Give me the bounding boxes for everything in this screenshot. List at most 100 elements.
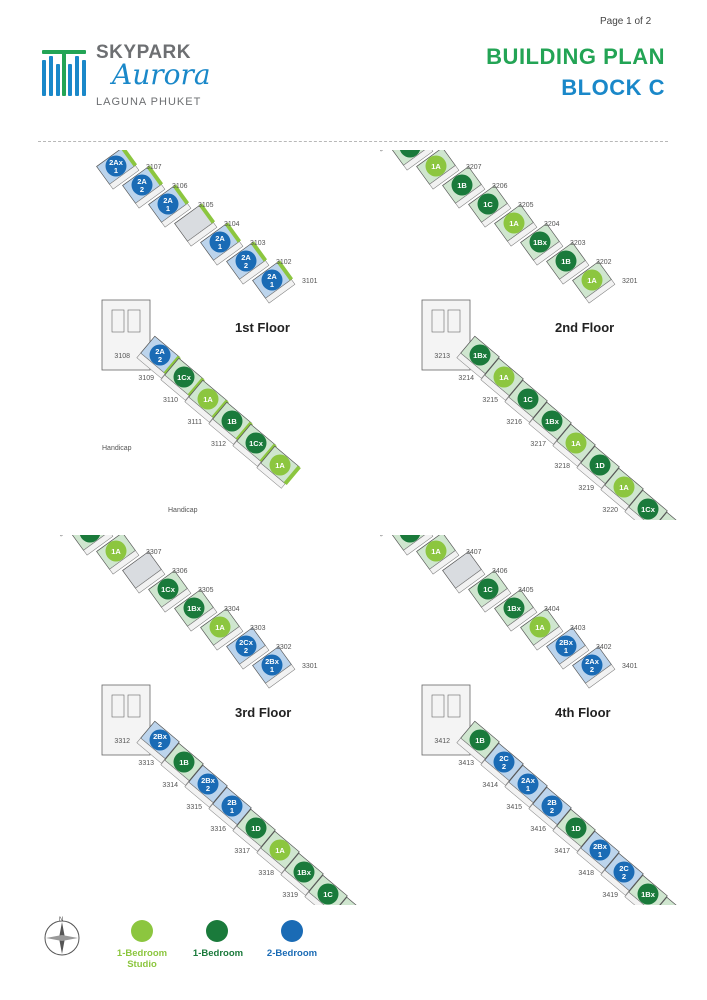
unit-type-badge xyxy=(157,578,179,600)
unit-type-text: 1Bx xyxy=(403,535,418,537)
unit-number: 3412 xyxy=(434,738,450,745)
unit-number: 3301 xyxy=(302,663,318,670)
unit-balcony xyxy=(585,664,616,689)
unit-type-badge xyxy=(555,635,577,657)
unit-type-text: 1D xyxy=(251,824,261,833)
unit-type-text: 1 xyxy=(230,806,234,815)
unit-type-text: 1B xyxy=(475,736,485,745)
unit-type-badge xyxy=(493,751,515,773)
floor-title: 1st Floor xyxy=(235,320,290,335)
unit-type-text: 1Bx xyxy=(533,238,548,247)
unit-balcony xyxy=(600,484,630,511)
unit-type-text: 1C xyxy=(523,395,533,404)
unit-number: 3103 xyxy=(250,240,266,247)
unit-type-badge xyxy=(131,174,153,196)
planter-strip xyxy=(146,165,164,186)
unit-balcony xyxy=(480,759,510,786)
unit-type-badge xyxy=(541,795,563,817)
unit-number: 3102 xyxy=(276,259,292,266)
unit-number: 3220 xyxy=(602,507,618,514)
unit-type-text: 2A xyxy=(137,177,147,186)
unit-type-text: 2 xyxy=(140,185,144,194)
unit-type-badge xyxy=(517,388,539,410)
unit-balcony xyxy=(304,891,334,905)
unit-type-badge xyxy=(209,616,231,638)
unit-type-text: 1A xyxy=(509,219,519,228)
unit-balcony xyxy=(507,222,538,247)
unit-number: 3110 xyxy=(163,397,178,404)
unit-type-badge xyxy=(269,839,291,861)
unit-type-text: 2A xyxy=(163,196,173,205)
unit-number: 3417 xyxy=(554,848,570,855)
unit-type-text: 1Bx xyxy=(473,351,488,360)
unit-number: 3403 xyxy=(570,625,586,632)
unit-type-text: 2Bx xyxy=(559,638,574,647)
unit-balcony xyxy=(232,825,262,852)
planter-strip xyxy=(235,421,253,441)
unit-type-text: 2C xyxy=(499,754,509,763)
logo-icon xyxy=(42,50,86,96)
unit-balcony xyxy=(455,569,486,594)
legend-studio-label: 1-Bedroom Studio xyxy=(116,948,168,970)
unit-type-badge xyxy=(589,839,611,861)
unit-type-text: 1A xyxy=(203,395,213,404)
unit-type-text: 2 xyxy=(550,806,554,815)
brand-sub: Aurora xyxy=(112,58,211,91)
unit-type-text: 1A xyxy=(499,373,509,382)
unit-type-text: 1B xyxy=(561,257,571,266)
floor-title: 4th Floor xyxy=(555,705,611,720)
brand-location: LAGUNA PHUKET xyxy=(96,96,202,108)
unit-type-text: 1Cx xyxy=(161,585,176,594)
floor-title: 3rd Floor xyxy=(235,705,291,720)
unit-type-text: 2B xyxy=(227,798,237,807)
unit-number: 3101 xyxy=(302,278,318,285)
unit-block xyxy=(70,535,114,556)
unit-balcony xyxy=(135,569,166,594)
unit-type-text: 2B xyxy=(547,798,557,807)
unit-balcony xyxy=(213,626,244,651)
unit-type-badge xyxy=(581,269,603,291)
unit-number: 3408 xyxy=(440,535,456,537)
unit-number: 3108 xyxy=(114,353,130,360)
unit-type-text: 1C xyxy=(405,150,415,152)
legend-2bed-label: 2-Bedroom xyxy=(266,948,318,959)
unit-type-badge xyxy=(79,535,101,543)
unit-number: 3416 xyxy=(530,826,546,833)
unit-type-badge xyxy=(183,597,205,619)
unit-number: 3216 xyxy=(506,419,522,426)
page-title: BUILDING PLAN xyxy=(486,44,665,69)
unit-type-badge xyxy=(105,155,127,177)
planter-strip xyxy=(120,150,138,167)
unit-balcony xyxy=(600,869,630,896)
unit-number: 3109 xyxy=(138,375,154,382)
unit-type-text: 1Bx xyxy=(641,890,656,899)
unit-type-text: 2 xyxy=(244,646,248,655)
unit-type-badge xyxy=(235,250,257,272)
unit-type-badge xyxy=(637,498,659,520)
unit-number: 3316 xyxy=(210,826,226,833)
unit-type-text: 1Bx xyxy=(187,604,202,613)
unit-type-badge xyxy=(261,654,283,676)
unit-type-text: 1A xyxy=(619,483,629,492)
unit-balcony xyxy=(403,535,434,556)
unit-balcony xyxy=(504,781,534,808)
unit-balcony xyxy=(184,781,214,808)
unit-type-text: 1 xyxy=(564,646,568,655)
unit-type-badge xyxy=(157,193,179,215)
unit-balcony xyxy=(528,803,558,830)
unit-balcony xyxy=(265,279,296,304)
unit-number: 3418 xyxy=(578,870,594,877)
legend-1bed-label: 1-Bedroom xyxy=(192,948,244,959)
brand-name: SKYPARK xyxy=(96,42,191,63)
unit-number: 3313 xyxy=(138,760,154,767)
unit-balcony xyxy=(481,588,512,613)
unit-type-text: 1 xyxy=(270,280,274,289)
legend-1bed-swatch xyxy=(206,920,228,942)
unit-type-text: 1A xyxy=(431,547,441,556)
unit-type-text: 1A xyxy=(571,439,581,448)
unit-number: 3111 xyxy=(187,419,202,426)
planter-strip xyxy=(198,203,216,224)
